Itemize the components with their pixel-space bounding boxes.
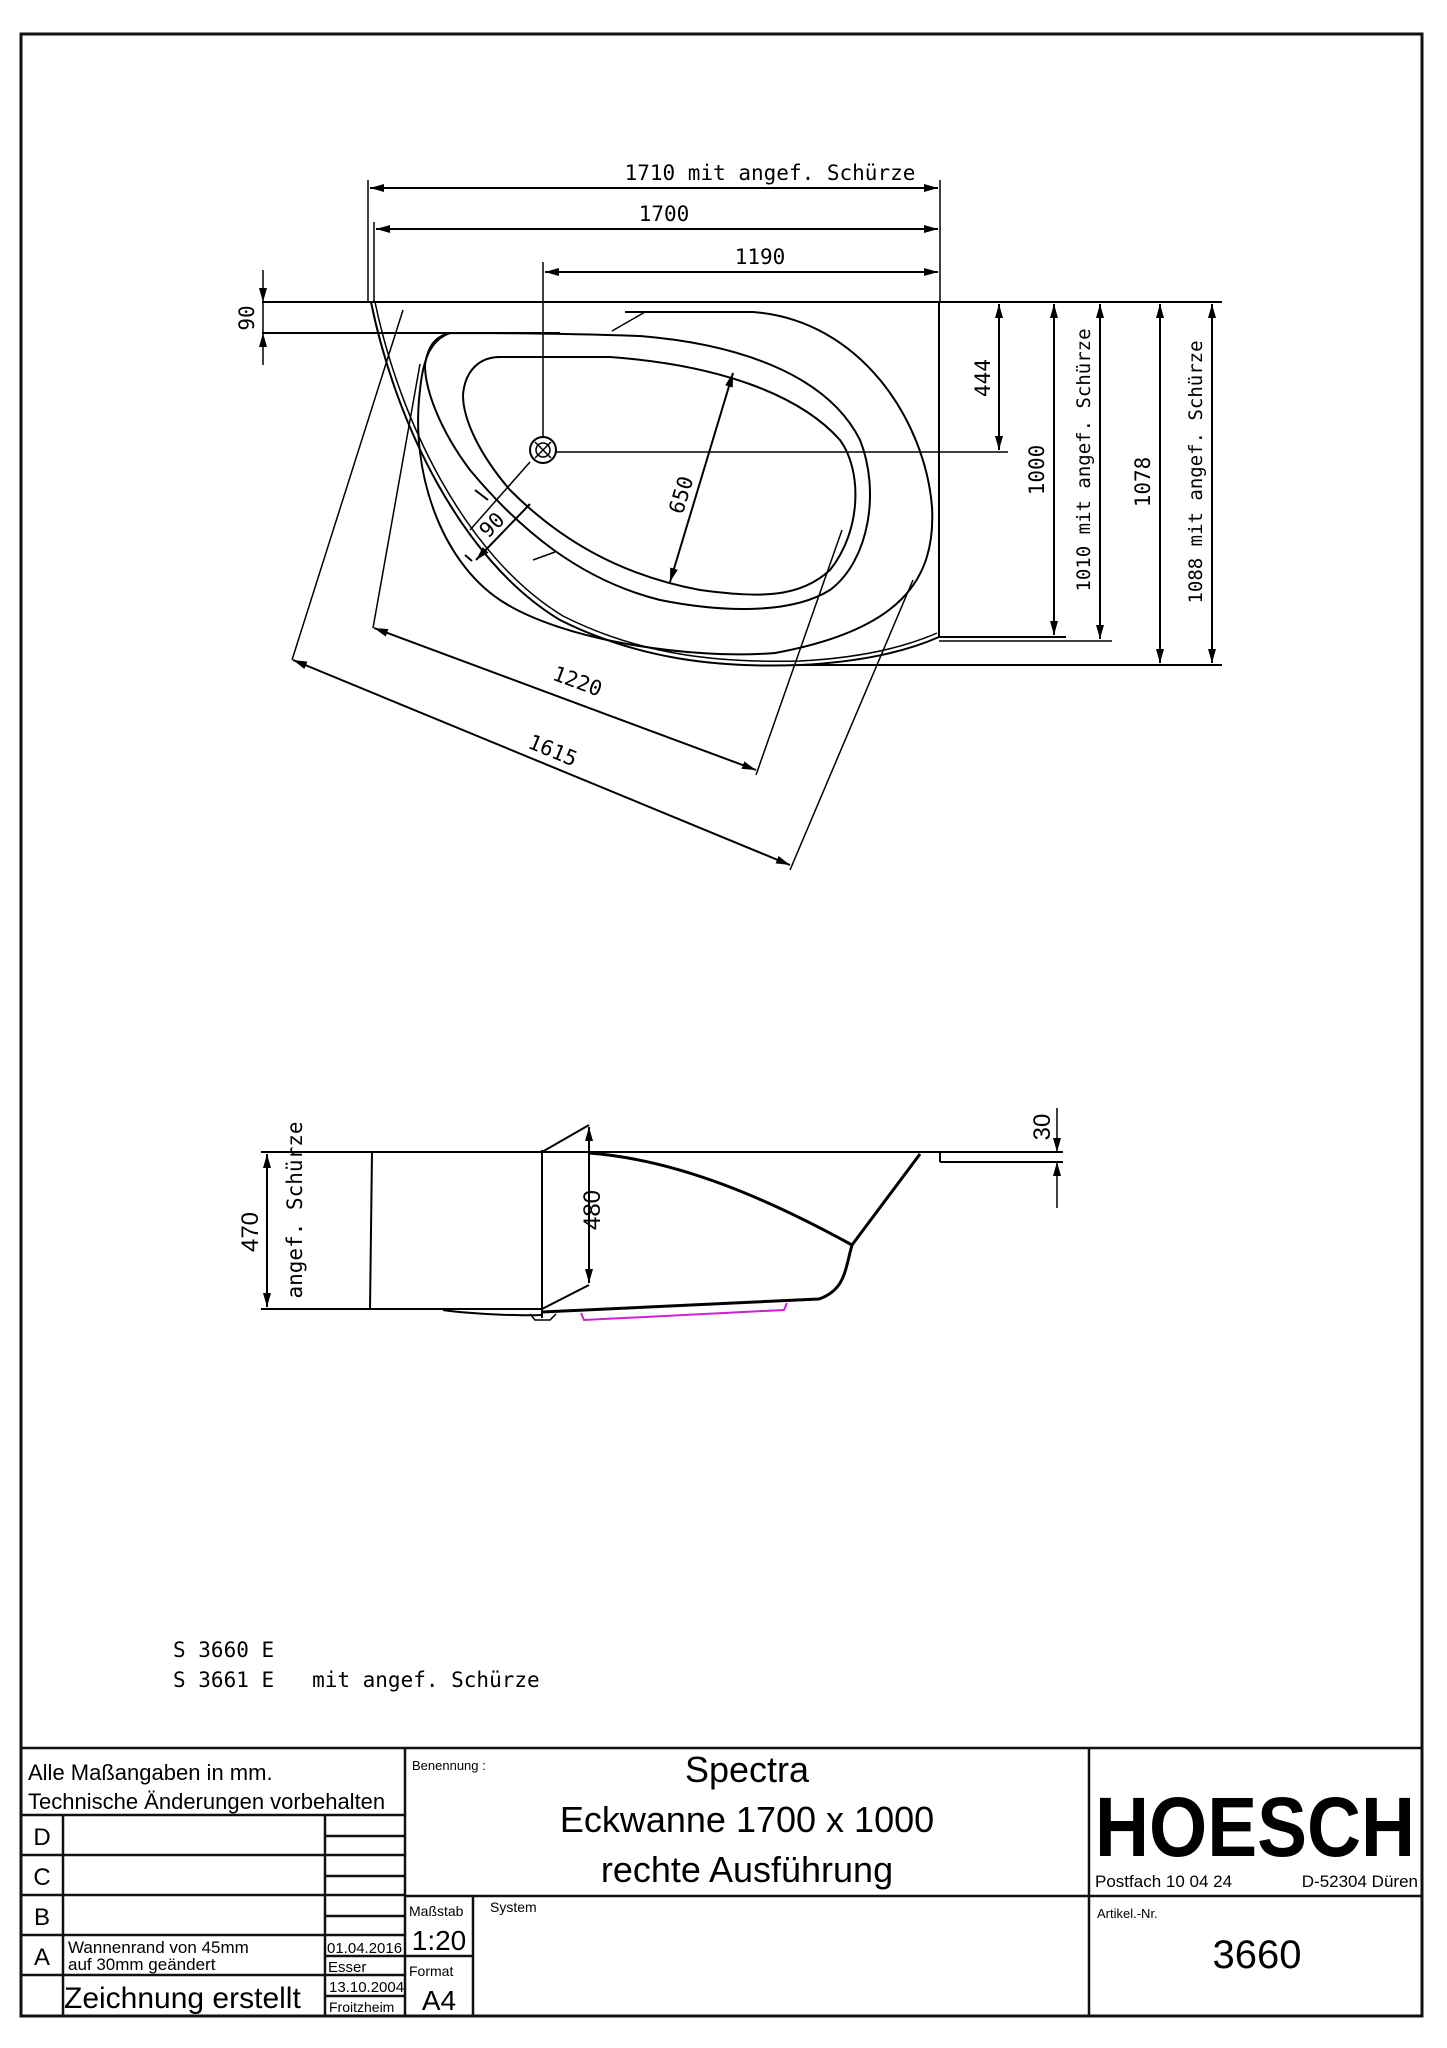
side-apron-edge (369, 1151, 373, 1310)
dim-90-diag-label: 90 (475, 508, 510, 543)
title-line-3: rechte Ausführung (601, 1849, 893, 1890)
note-units: Alle Maßangaben in mm. (28, 1760, 273, 1785)
rev-a-date: 01.04.2016 (327, 1940, 402, 1957)
side-foot (442, 1309, 543, 1317)
dim-650-label: 650 (664, 473, 698, 516)
dim-90-diag-arrow-a (475, 503, 531, 561)
side-tub-wall (850, 1153, 922, 1246)
article-label: Artikel.-Nr. (1097, 1906, 1158, 1921)
side-tub-profile (541, 1151, 854, 1314)
title-line-2: Eckwanne 1700 x 1000 (560, 1799, 934, 1840)
rev-letter-a: A (34, 1944, 50, 1971)
ext-1615-right (789, 579, 914, 871)
dim-90-diag-tick (474, 489, 489, 501)
note-changes: Technische Änderungen vorbehalten (28, 1789, 385, 1814)
dim-1700-label: 1700 (639, 202, 690, 226)
dim-1615-label: 1615 (525, 730, 581, 771)
dim-1000-label: 1000 (1025, 445, 1049, 496)
plan-view: 1710 mit angef. Schürze 1700 1190 90 444… (235, 161, 1222, 871)
rev-a-text-1: Wannenrand von 45mm (68, 1938, 249, 1957)
rev-initial-text: Zeichnung erstellt (64, 1982, 301, 2015)
format-value: A4 (422, 1985, 456, 2016)
side-triangle-bottom (541, 1284, 590, 1310)
article-number: 3660 (1213, 1933, 1302, 1977)
rev-a-text-2: auf 30mm geändert (68, 1955, 216, 1974)
basin-tick (532, 551, 556, 561)
dim-90-top-label: 90 (235, 305, 259, 330)
dim-1088-label: 1088 mit angef. Schürze (1185, 340, 1207, 603)
side-drain-stub (529, 1313, 557, 1321)
title-block: Alle Maßangaben in mm. Technische Änderu… (21, 1746, 1422, 2016)
variant-note-2: S 3661 E mit angef. Schürze (173, 1668, 540, 1692)
tub-inner-ring (423, 331, 871, 610)
tub-basin (461, 356, 857, 596)
variant-note-1: S 3660 E (173, 1638, 274, 1662)
drain-icon (529, 436, 557, 464)
system-label: System (490, 1899, 537, 1915)
title-line-1: Spectra (685, 1749, 810, 1790)
side-rim-notch (920, 1151, 941, 1162)
dim-90-diag-ref (469, 461, 531, 531)
rev-a-name: Esser (328, 1959, 366, 1976)
hoesch-logo: HOESCH (1095, 1780, 1415, 1874)
ext-1220-left (372, 363, 421, 629)
rim-tick-top (611, 311, 646, 332)
dim-650-line (669, 372, 734, 583)
dim-1710-label: 1710 mit angef. Schürze (625, 161, 916, 185)
dim-480-label: 480 (579, 1190, 606, 1230)
dim-30-label: 30 (1029, 1114, 1056, 1141)
dim-470-apron-label: angef. Schürze (283, 1121, 307, 1298)
rev-initial-date: 13.10.2004 (329, 1979, 404, 1996)
scale-value: 1:20 (412, 1925, 467, 1956)
dim-1010-label: 1010 mit angef. Schürze (1073, 328, 1095, 591)
dim-1078-label: 1078 (1131, 457, 1155, 508)
rev-letter-c: C (33, 1864, 50, 1891)
benennung-label: Benennung : (412, 1758, 486, 1773)
dim-90-diag-tick (464, 554, 473, 562)
scale-label: Maßstab (409, 1903, 464, 1919)
sheet-border (19, 32, 1424, 2018)
outer-apron-arc (370, 301, 940, 667)
side-view: 470 angef. Schürze 480 30 (237, 1108, 1063, 1322)
side-foot-frame-highlight (580, 1302, 788, 1322)
outer-rim-arc (374, 301, 938, 663)
rev-letter-b: B (34, 1904, 50, 1931)
format-label: Format (409, 1963, 453, 1979)
dim-1615-line (292, 659, 791, 866)
rev-letter-d: D (33, 1824, 50, 1851)
rev-initial-name: Froitzheim (329, 1999, 394, 2015)
dim-1190-label: 1190 (735, 245, 786, 269)
dim-470-value: 470 (237, 1212, 264, 1252)
ext-1615-left (291, 309, 404, 661)
company-city: D-52304 Düren (1302, 1872, 1418, 1891)
company-postfach: Postfach 10 04 24 (1095, 1872, 1232, 1891)
dim-444-label: 444 (971, 359, 995, 397)
side-triangle-top (541, 1124, 590, 1153)
